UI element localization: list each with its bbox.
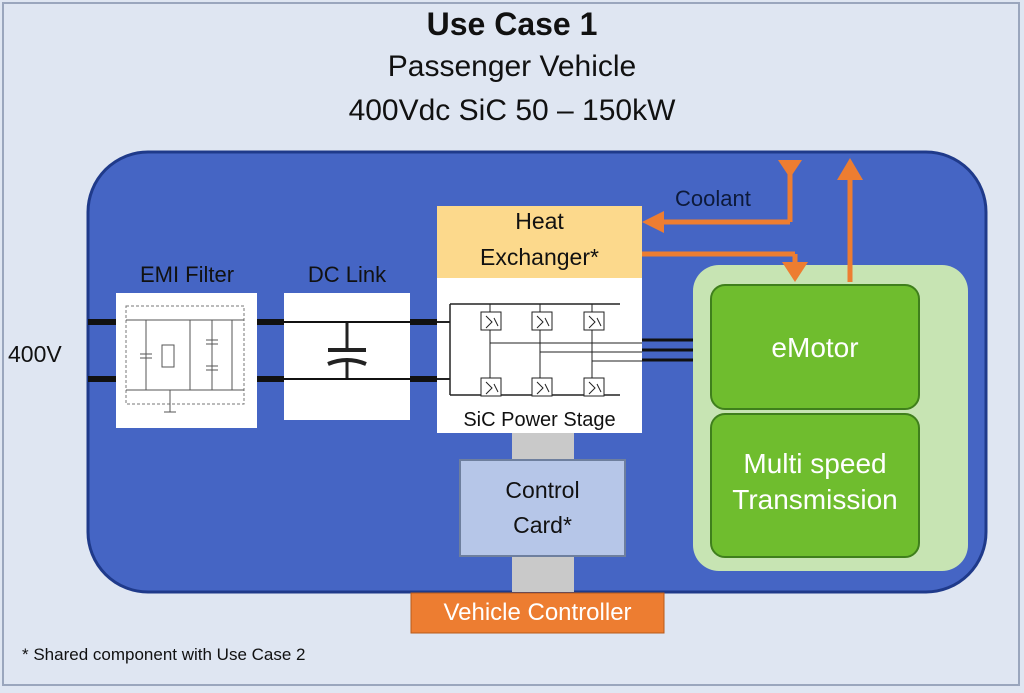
control-card-label-line1: Control: [505, 477, 580, 503]
control-card-block: [459, 459, 626, 557]
coolant-flow-arrows: [642, 158, 863, 282]
dc-bus-lines: [88, 319, 437, 382]
transmission-label-line2: Transmission: [732, 484, 898, 515]
power-stage-connector: [512, 433, 574, 463]
power-stage-label: SiC Power Stage: [463, 409, 616, 431]
emotor-block: [710, 284, 920, 410]
vehicle-controller-label: Vehicle Controller: [443, 599, 632, 626]
control-card-label-line2: Card*: [513, 512, 572, 538]
dc-link-label: DC Link: [307, 262, 387, 287]
diagram-subtitle: Passenger Vehicle: [387, 50, 637, 83]
emotor-label: eMotor: [771, 332, 859, 363]
heat-exchanger-label-line2: Exchanger*: [480, 244, 599, 270]
diagram-title: Use Case 1: [426, 6, 598, 42]
footnote: * Shared component with Use Case 2: [22, 645, 306, 664]
transmission-label-line1: Multi speed: [743, 448, 887, 479]
controller-connector: [512, 556, 574, 592]
input-voltage-label: 400V: [8, 341, 62, 367]
transmission-block: [710, 413, 920, 558]
emi-filter-label: EMI Filter: [139, 262, 235, 287]
power-stage-block: [437, 278, 642, 433]
vehicle-controller-block: [410, 592, 665, 634]
dc-link-block: [284, 293, 410, 420]
heat-exchanger-label-line1: Heat: [515, 208, 564, 234]
diagram-spec: 400Vdc SiC 50 – 150kW: [348, 94, 676, 127]
emi-filter-block: [116, 293, 257, 428]
coolant-label: Coolant: [675, 186, 751, 211]
heat-exchanger-block: [437, 206, 642, 278]
